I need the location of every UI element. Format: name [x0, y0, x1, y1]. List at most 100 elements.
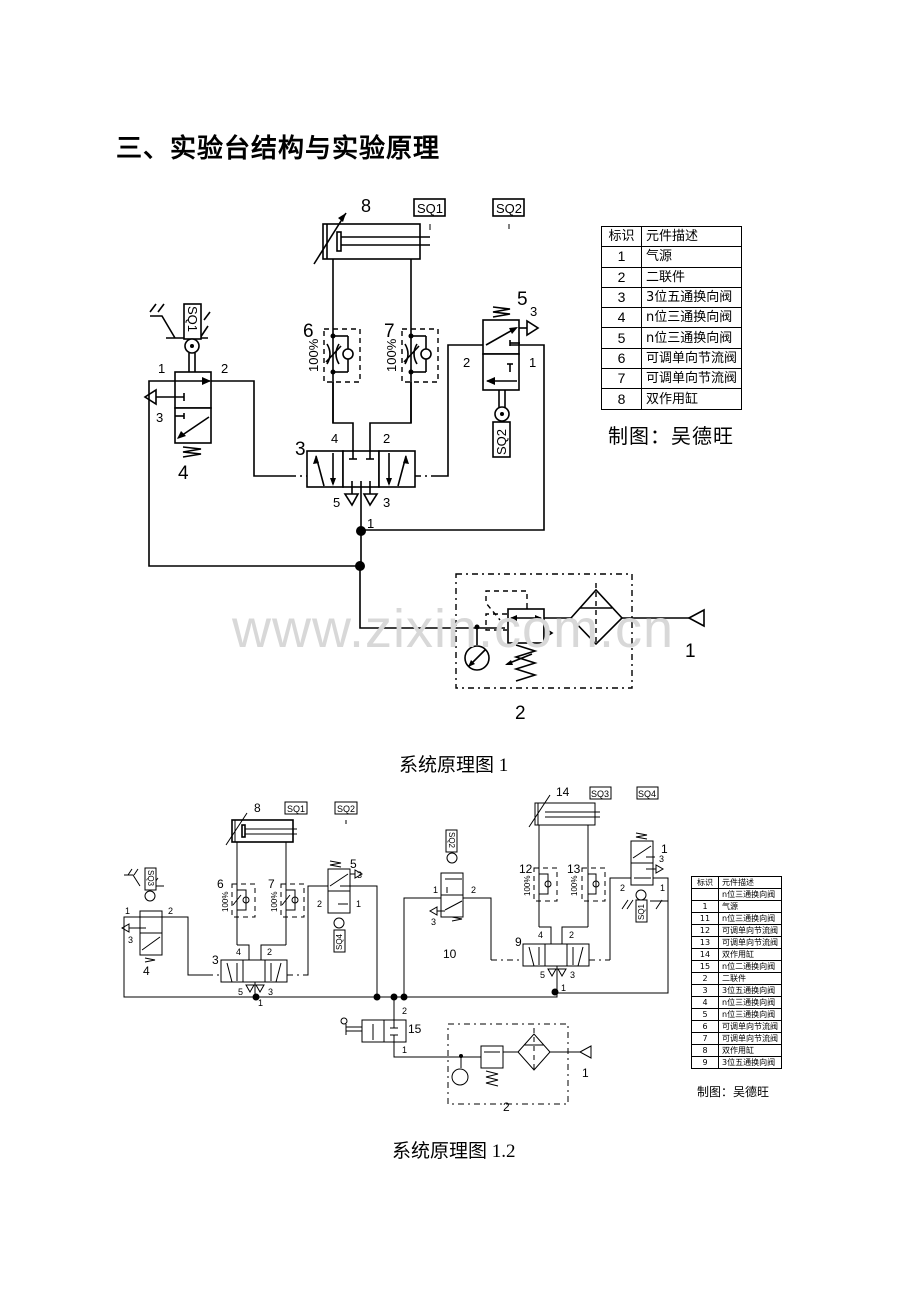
f2-pct-12: 100% — [523, 876, 532, 896]
legend-desc: 可调单向节流阀 — [718, 924, 782, 937]
f2-v5-port-2: 2 — [317, 899, 322, 909]
double-acting-cylinder-8 — [313, 212, 431, 265]
f2-pct-13: 100% — [570, 876, 579, 896]
flow-control-valve-7 — [401, 328, 439, 383]
sq1-top-label: SQ1 — [417, 201, 443, 216]
f2-v5-port-1: 1 — [356, 899, 361, 909]
sq1-sensor-box — [413, 198, 446, 217]
f2-v3-port-3: 3 — [268, 987, 273, 997]
flow-valve-6-label: 6 — [303, 321, 314, 342]
v10-port-2: 2 — [471, 885, 476, 895]
legend-header-id: 标识 — [691, 876, 719, 889]
f2-valve-4-label: 4 — [143, 964, 150, 978]
valve-9 — [522, 943, 590, 990]
legend-id: 4 — [691, 996, 719, 1009]
f2-pct-7: 100% — [270, 892, 279, 912]
legend-id: 13 — [691, 936, 719, 949]
legend-desc: n位三通换向阀 — [718, 996, 782, 1009]
v10-sq2-tag: SQ2 — [447, 832, 456, 849]
legend-desc: 双作用缸 — [640, 388, 743, 410]
figure1-caption: 系统原理图 1 — [399, 755, 509, 776]
f2-v4-port-2: 2 — [168, 906, 173, 916]
valve-3-port-1: 1 — [367, 516, 374, 531]
valve-5-sq2-tag: SQ2 — [494, 429, 509, 455]
legend-desc: 双作用缸 — [718, 948, 782, 961]
valve-11: SQ1 — [621, 832, 668, 923]
v10-port-3: 3 — [431, 917, 436, 927]
f2-v5-port-3: 3 — [357, 870, 362, 880]
legend-desc: n位三通换向阀 — [640, 307, 743, 329]
valve-4-port-2: 2 — [221, 361, 228, 376]
legend-desc: 可调单向节流阀 — [718, 1020, 782, 1033]
roller-valve-4: SQ1 — [143, 303, 212, 458]
f2-sq2-label: SQ2 — [337, 804, 355, 814]
figure2-caption: 系统原理图 1.2 — [392, 1141, 516, 1162]
valve-3-port-2: 2 — [383, 431, 390, 446]
valve-9-label: 9 — [515, 935, 522, 949]
valve-4-port-3: 3 — [156, 410, 163, 425]
legend-id: 11 — [691, 912, 719, 925]
watermark: www.zixin.com.cn — [232, 599, 675, 659]
legend-row: n位三通换向阀 — [691, 888, 782, 901]
legend-desc: 可调单向节流阀 — [718, 1032, 782, 1045]
v11-sq1-tag: SQ1 — [637, 903, 646, 920]
sq2-top-label: SQ2 — [496, 201, 522, 216]
valve-3-port-4: 4 — [331, 431, 338, 446]
valve-10-label: 10 — [443, 947, 457, 961]
f2-sq3-label: SQ3 — [591, 789, 609, 799]
sq2-sensor-box — [492, 198, 525, 217]
air-service-unit-2 — [455, 573, 705, 689]
valve-4-sq1-tag: SQ1 — [185, 306, 200, 332]
valve-15-label: 15 — [408, 1022, 422, 1036]
legend-header-row: 标识 元件描述 — [601, 225, 743, 248]
f2-v3-port-2: 2 — [267, 947, 272, 957]
valve-5-port-2: 2 — [463, 355, 470, 370]
legend-desc: 双作用缸 — [718, 1044, 782, 1057]
legend-desc: 气源 — [718, 900, 782, 913]
legend-id: 14 — [691, 948, 719, 961]
service-unit-label: 2 — [515, 703, 526, 724]
valve-15 — [340, 1017, 407, 1043]
f2-cyl-8-label: 8 — [254, 801, 261, 815]
f2-v5-sq4-tag: SQ4 — [335, 933, 344, 950]
legend-desc: 3位五通换向阀 — [718, 1056, 782, 1069]
v15-port-1: 1 — [402, 1045, 407, 1055]
f2-v4-port-1: 1 — [125, 906, 130, 916]
legend-id: 15 — [691, 960, 719, 973]
v10-port-1: 1 — [433, 885, 438, 895]
legend-desc: n位三通换向阀 — [718, 888, 782, 901]
cylinder-14 — [528, 794, 600, 828]
legend-id: 9 — [691, 1056, 719, 1069]
v11-port-3: 3 — [659, 854, 664, 864]
f2-valve-3 — [220, 959, 288, 996]
f2-valve-4: SQ3 — [120, 867, 164, 963]
valve-4-label: 4 — [178, 463, 189, 484]
legend-desc: 可调单向节流阀 — [640, 368, 743, 390]
figure2-author: 制图：吴德旺 — [697, 1085, 770, 1099]
legend-header-desc: 元件描述 — [718, 876, 782, 889]
valve-3-port-3: 3 — [383, 495, 390, 510]
f2-sq1-label: SQ1 — [287, 804, 305, 814]
legend-header-row: 标识 元件描述 — [691, 876, 782, 889]
air-source-label: 1 — [685, 641, 696, 662]
valve-11-label: 1 — [661, 842, 668, 856]
f2-flow-6-label: 6 — [217, 877, 224, 891]
legend-desc: 3位五通换向阀 — [640, 286, 743, 309]
legend-id: 6 — [691, 1020, 719, 1033]
section-heading: 三、实验台结构与实验原理 — [116, 134, 441, 164]
v11-port-2: 2 — [620, 883, 625, 893]
